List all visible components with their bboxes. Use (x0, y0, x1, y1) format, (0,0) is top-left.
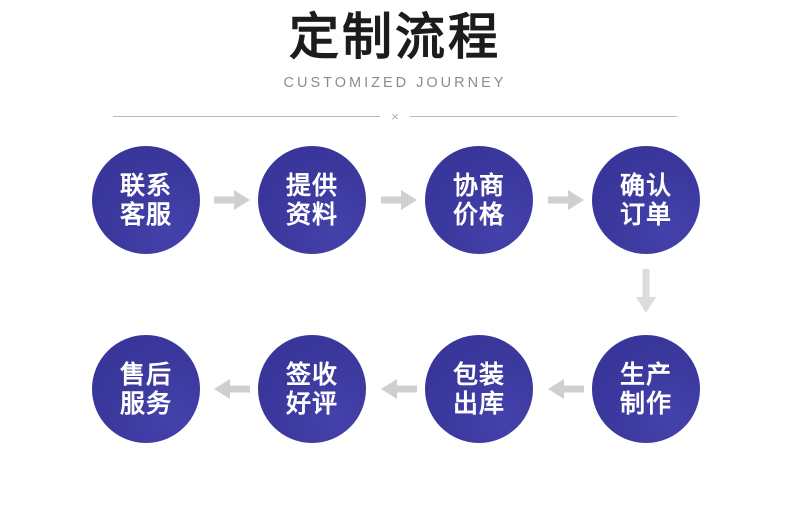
flow-step-label-line1: 售后 (119, 360, 172, 389)
arrow-left-icon (548, 376, 584, 402)
flow-step-label-line2: 价格 (452, 200, 505, 229)
flow-step-receive-review[interactable]: 签收 好评 (258, 335, 366, 443)
flow-step-provide-materials[interactable]: 提供 资料 (258, 146, 366, 254)
arrow-left-icon (381, 376, 417, 402)
arrow-left-icon (214, 376, 250, 402)
arrow-right-icon (548, 187, 584, 213)
flow-step-after-sales[interactable]: 售后 服务 (92, 335, 200, 443)
flow-step-label-line2: 出库 (452, 389, 505, 418)
flow-step-label-line1: 联系 (119, 171, 172, 200)
flow-step-label-line2: 资料 (285, 200, 338, 229)
flow-step-label-line1: 生产 (619, 360, 672, 389)
flow-step-label-line1: 协商 (452, 171, 505, 200)
divider-rule-left (113, 115, 380, 117)
flow-step-label-line2: 服务 (119, 389, 172, 418)
flow-step-label-line2: 好评 (285, 389, 338, 418)
flow-step-negotiate-price[interactable]: 协商 价格 (425, 146, 533, 254)
flow-step-label-line2: 订单 (619, 200, 672, 229)
flow-step-label-line2: 制作 (619, 389, 672, 418)
flow-step-label-line2: 客服 (119, 200, 172, 229)
section-divider: × (113, 109, 677, 123)
flow-step-production[interactable]: 生产 制作 (592, 335, 700, 443)
flow-step-contact-service[interactable]: 联系 客服 (92, 146, 200, 254)
page-title: 定制流程 (289, 8, 501, 66)
divider-rule-right (410, 115, 677, 117)
flow-step-label-line1: 确认 (619, 171, 672, 200)
divider-cross-icon: × (391, 108, 399, 124)
flow-step-label-line1: 包装 (452, 360, 505, 389)
page-subtitle: CUSTOMIZED JOURNEY (283, 75, 507, 91)
arrow-right-icon (381, 187, 417, 213)
flow-step-label-line1: 签收 (285, 360, 338, 389)
flow-step-label-line1: 提供 (285, 171, 338, 200)
flow-step-packing-shipping[interactable]: 包装 出库 (425, 335, 533, 443)
flow-step-confirm-order[interactable]: 确认 订单 (592, 146, 700, 254)
arrow-down-icon (633, 269, 659, 313)
arrow-right-icon (214, 187, 250, 213)
page-header: 定制流程 CUSTOMIZED JOURNEY (0, 0, 790, 92)
